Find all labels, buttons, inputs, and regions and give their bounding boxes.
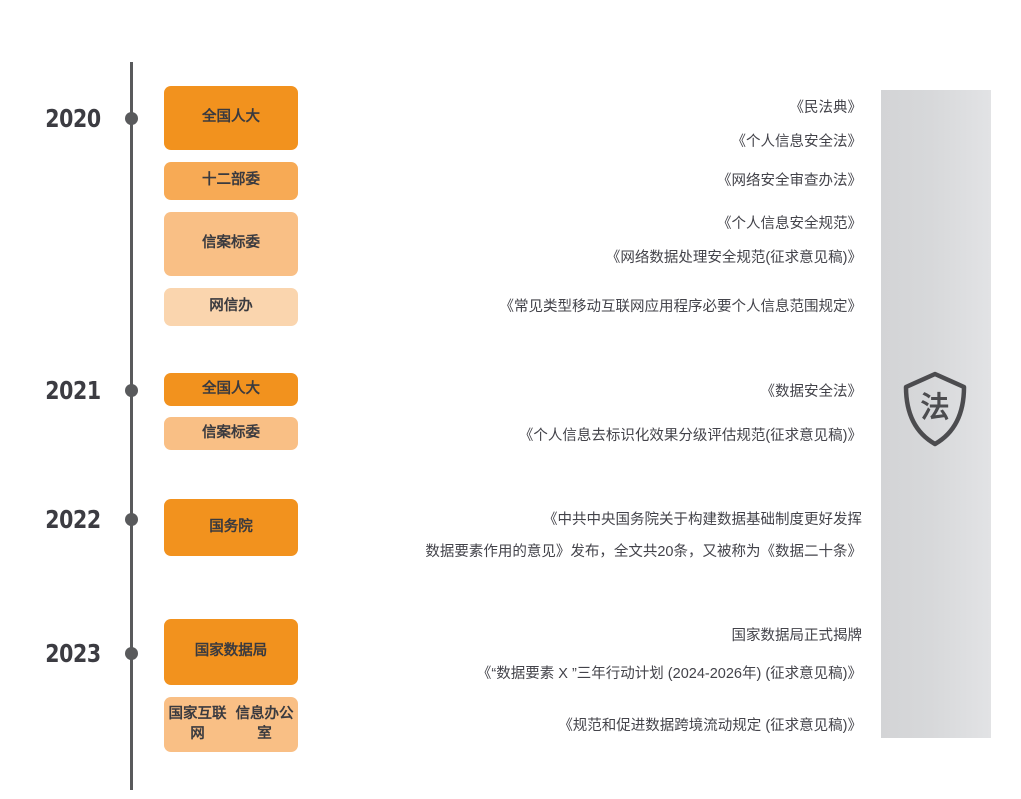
agency-box[interactable]: 十二部委 <box>164 162 298 200</box>
document-title: 《网络安全审查办法》 <box>717 173 862 189</box>
document-title: 《中共中央国务院关于构建数据基础制度更好发挥 <box>543 512 862 528</box>
timeline-dot-2021 <box>125 384 138 397</box>
agency-box[interactable]: 网信办 <box>164 288 298 326</box>
agency-label-line: 国务院 <box>209 518 253 535</box>
document-title: 《常见类型移动互联网应用程序必要个人信息范围规定》 <box>499 299 863 315</box>
document-title: 《民法典》 <box>789 100 863 116</box>
timeline-dot-2023 <box>125 647 138 660</box>
timeline-dot-2022 <box>125 513 138 526</box>
document-title: 《规范和促进数据跨境流动规定 (征求意见稿)》 <box>558 718 862 734</box>
year-label-2021: 2021 <box>45 376 101 405</box>
agency-box[interactable]: 信案标委 <box>164 212 298 276</box>
timeline-axis <box>130 62 133 790</box>
document-title: 《数据安全法》 <box>760 384 863 400</box>
document-title: 《“数据要素 X ”三年行动计划 (2024-2026年) (征求意见稿)》 <box>476 666 862 682</box>
document-title: 《个人信息安全规范》 <box>717 216 862 232</box>
law-shield-icon: 法 <box>901 371 969 447</box>
agency-label-line: 信息办公室 <box>235 705 294 742</box>
agency-box[interactable]: 信案标委 <box>164 417 298 450</box>
agency-box[interactable]: 国家数据局 <box>164 619 298 685</box>
law-character: 法 <box>920 390 950 424</box>
document-title: 《个人信息安全法》 <box>731 134 863 150</box>
agency-label-line: 信案标委 <box>202 235 260 252</box>
agency-label-line: 全国人大 <box>202 109 260 126</box>
document-title: 国家数据局正式揭牌 <box>731 628 863 644</box>
year-label-2022: 2022 <box>45 505 101 534</box>
agency-label-line: 信案标委 <box>202 424 260 441</box>
document-title: 《个人信息去标识化效果分级评估规范(征求意见稿)》 <box>518 428 862 444</box>
year-label-2020: 2020 <box>45 104 101 133</box>
year-label-2023: 2023 <box>45 639 101 668</box>
agency-label-line: 十二部委 <box>202 172 260 189</box>
document-title: 《网络数据处理安全规范(征求意见稿)》 <box>605 250 862 266</box>
agency-label-line: 网信办 <box>209 298 253 315</box>
agency-label-line: 国家数据局 <box>194 643 268 660</box>
document-title: 数据要素作用的意见》发布，全文共20条，又被称为《数据二十条》 <box>425 544 862 560</box>
timeline-dot-2020 <box>125 112 138 125</box>
agency-box[interactable]: 国家互联网信息办公室 <box>164 697 298 752</box>
agency-box[interactable]: 全国人大 <box>164 86 298 150</box>
agency-label-line: 全国人大 <box>202 380 260 397</box>
agency-label-line: 国家互联网 <box>168 705 227 742</box>
agency-box[interactable]: 全国人大 <box>164 373 298 406</box>
agency-box[interactable]: 国务院 <box>164 499 298 556</box>
right-gray-panel <box>881 90 991 738</box>
